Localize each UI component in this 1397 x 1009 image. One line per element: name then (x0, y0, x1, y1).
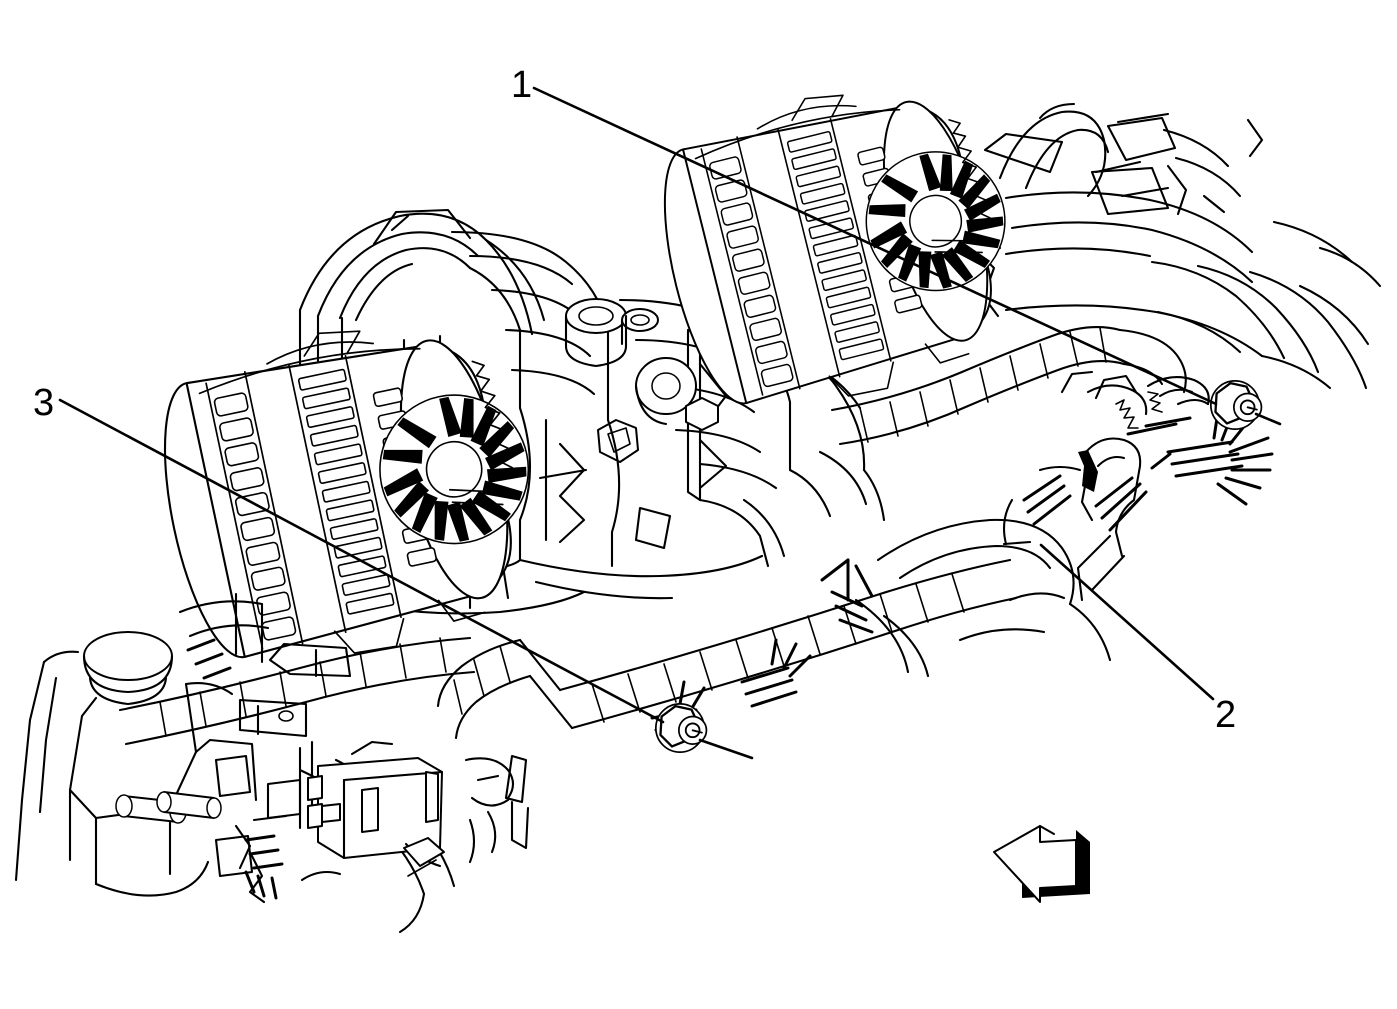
callout-3-label: 3 (33, 382, 55, 424)
leader-line-3 (58, 398, 665, 724)
electrical-connector-box (234, 740, 515, 900)
intake-runners-right (974, 102, 1382, 390)
alternator-lower (139, 295, 562, 688)
callout-2-label: 2 (1215, 694, 1237, 736)
callout-1-label: 1 (511, 64, 533, 106)
leader-lines (58, 86, 1282, 760)
mount-posts (156, 754, 530, 904)
leader-line-1-tail (1254, 412, 1282, 426)
leader-line-2 (1039, 543, 1215, 701)
mounting-bolt-lower (654, 702, 708, 754)
mounting-bolt-right (1209, 379, 1263, 431)
corrugated-hose-upper (830, 326, 1187, 446)
leader-line-3-tail (698, 738, 754, 760)
reservoir-tank (14, 631, 258, 897)
leader-line-1 (532, 86, 1218, 406)
direction-arrow (993, 824, 1090, 903)
engine-lower-surface (650, 518, 1112, 732)
